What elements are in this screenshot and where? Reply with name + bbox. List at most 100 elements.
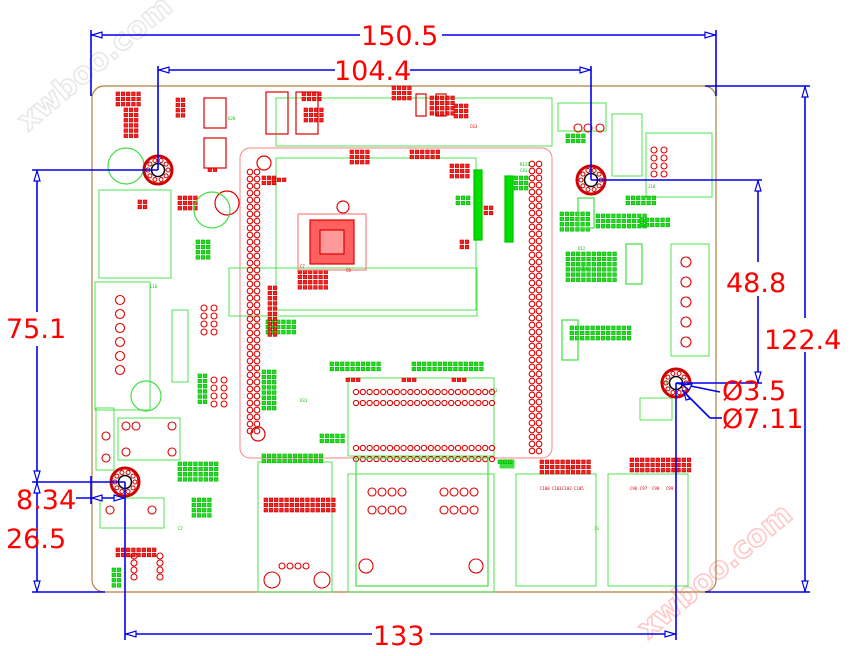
smd-pad bbox=[305, 508, 310, 513]
smd-pad bbox=[306, 96, 312, 102]
smd-pad bbox=[416, 361, 422, 366]
smd-pad bbox=[203, 466, 208, 472]
smd-pad bbox=[272, 322, 278, 327]
smd-pad bbox=[459, 244, 464, 250]
header-pin bbox=[528, 265, 536, 273]
smd-pad bbox=[641, 195, 646, 200]
header-pin bbox=[535, 447, 543, 455]
header-pin bbox=[359, 455, 366, 463]
dim-board-height: 122.4 bbox=[764, 325, 841, 356]
smd-pad bbox=[272, 395, 277, 400]
smd-pad bbox=[611, 218, 616, 224]
smd-pad bbox=[612, 262, 617, 267]
smd-pad bbox=[297, 285, 302, 290]
smd-pad bbox=[518, 186, 524, 191]
smd-pad bbox=[606, 218, 611, 224]
smd-pad bbox=[555, 464, 560, 470]
header-pin bbox=[427, 388, 434, 396]
smd-pad bbox=[434, 106, 440, 111]
smd-pad bbox=[203, 472, 208, 477]
header-pin bbox=[535, 328, 543, 336]
smd-pad bbox=[366, 361, 371, 366]
smd-pad bbox=[329, 366, 334, 372]
hole-via bbox=[665, 386, 671, 392]
header-pin bbox=[246, 308, 254, 316]
header-pin bbox=[220, 376, 228, 384]
smd-pad bbox=[595, 325, 600, 330]
smd-pad bbox=[570, 133, 576, 138]
smd-pad bbox=[606, 213, 611, 218]
header-pin bbox=[454, 455, 462, 463]
label-c2: C2 bbox=[300, 280, 305, 285]
smd-pad bbox=[396, 85, 402, 90]
header-pin bbox=[535, 335, 543, 343]
smd-pad bbox=[626, 218, 632, 224]
smd-pad bbox=[208, 477, 214, 482]
header-pin bbox=[246, 294, 254, 302]
smd-pad bbox=[591, 272, 596, 277]
smd-pad bbox=[607, 262, 612, 267]
label-c63: C63 bbox=[470, 124, 478, 129]
smd-pad bbox=[586, 277, 591, 282]
smd-pad bbox=[621, 213, 626, 218]
header-pin bbox=[535, 321, 543, 329]
smd-pad bbox=[279, 502, 284, 508]
header-pin bbox=[246, 266, 254, 274]
header-pin bbox=[246, 336, 254, 344]
smd-pad bbox=[152, 552, 157, 558]
smd-pad bbox=[300, 502, 305, 508]
smd-pad bbox=[681, 457, 686, 462]
smd-pad bbox=[581, 464, 586, 470]
smd-pad bbox=[360, 366, 366, 372]
smd-pad bbox=[644, 217, 650, 222]
smd-pad bbox=[407, 85, 412, 90]
hole-via bbox=[596, 171, 602, 177]
smd-pad bbox=[214, 466, 219, 472]
header-pin bbox=[573, 123, 583, 133]
header-pin bbox=[535, 258, 543, 266]
smd-pad bbox=[455, 200, 460, 206]
smd-pad bbox=[666, 457, 671, 462]
smd-pad bbox=[460, 195, 466, 200]
header-pin bbox=[535, 363, 543, 371]
header-pin bbox=[528, 272, 536, 280]
smd-pad bbox=[581, 138, 586, 144]
smd-pad bbox=[272, 327, 278, 332]
smd-pad bbox=[330, 438, 335, 444]
header-pin bbox=[414, 444, 421, 452]
header-pin bbox=[210, 392, 218, 400]
smd-pad bbox=[116, 567, 122, 572]
header-pin bbox=[468, 558, 484, 574]
header-pin bbox=[253, 238, 261, 246]
smd-pad bbox=[596, 256, 602, 262]
smd-pad bbox=[630, 200, 636, 206]
header-pin bbox=[359, 399, 366, 407]
smd-pad bbox=[188, 461, 193, 466]
smd-pad bbox=[524, 180, 529, 186]
smd-pad bbox=[266, 458, 272, 464]
smd-pad bbox=[391, 90, 396, 96]
smd-pad bbox=[266, 385, 272, 390]
smd-pad bbox=[660, 222, 665, 228]
smd-pad bbox=[286, 324, 291, 330]
smd-pad bbox=[460, 200, 466, 206]
smd-pad bbox=[323, 285, 328, 290]
smd-pad bbox=[564, 222, 570, 227]
header-pin bbox=[434, 455, 441, 463]
header-pin bbox=[387, 487, 397, 497]
smd-pad bbox=[207, 508, 212, 513]
header-pin bbox=[253, 196, 261, 204]
header-pin bbox=[535, 405, 543, 413]
hole-via bbox=[670, 370, 676, 376]
smd-pad bbox=[261, 395, 266, 400]
header-pin bbox=[448, 388, 455, 396]
header-pin bbox=[528, 230, 536, 238]
smd-pad bbox=[193, 472, 198, 477]
smd-pad bbox=[195, 255, 200, 260]
smd-pad bbox=[565, 262, 570, 267]
smd-pad bbox=[449, 163, 454, 168]
header-pin bbox=[488, 444, 496, 452]
smd-pad bbox=[458, 361, 463, 366]
header-pin bbox=[680, 316, 692, 328]
smd-pad bbox=[313, 453, 318, 458]
